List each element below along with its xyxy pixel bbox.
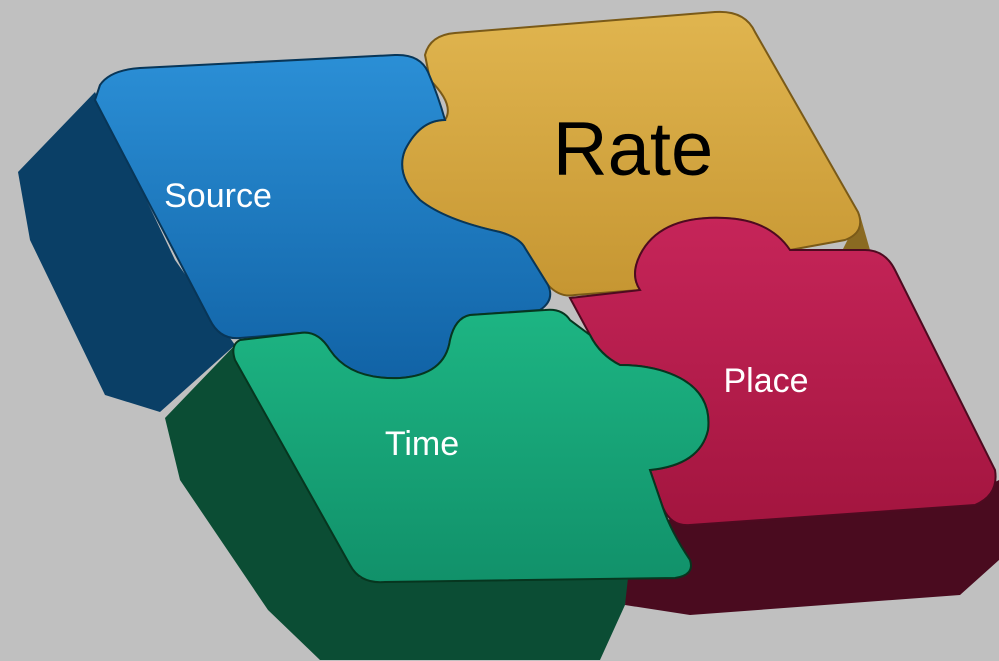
source-label: Source (164, 177, 272, 215)
time-piece (232, 308, 710, 584)
place-label: Place (723, 362, 808, 400)
rate-label: Rate (553, 107, 714, 192)
source-piece-side (18, 92, 235, 412)
place-piece-side (625, 480, 999, 615)
time-label: Time (385, 425, 459, 463)
